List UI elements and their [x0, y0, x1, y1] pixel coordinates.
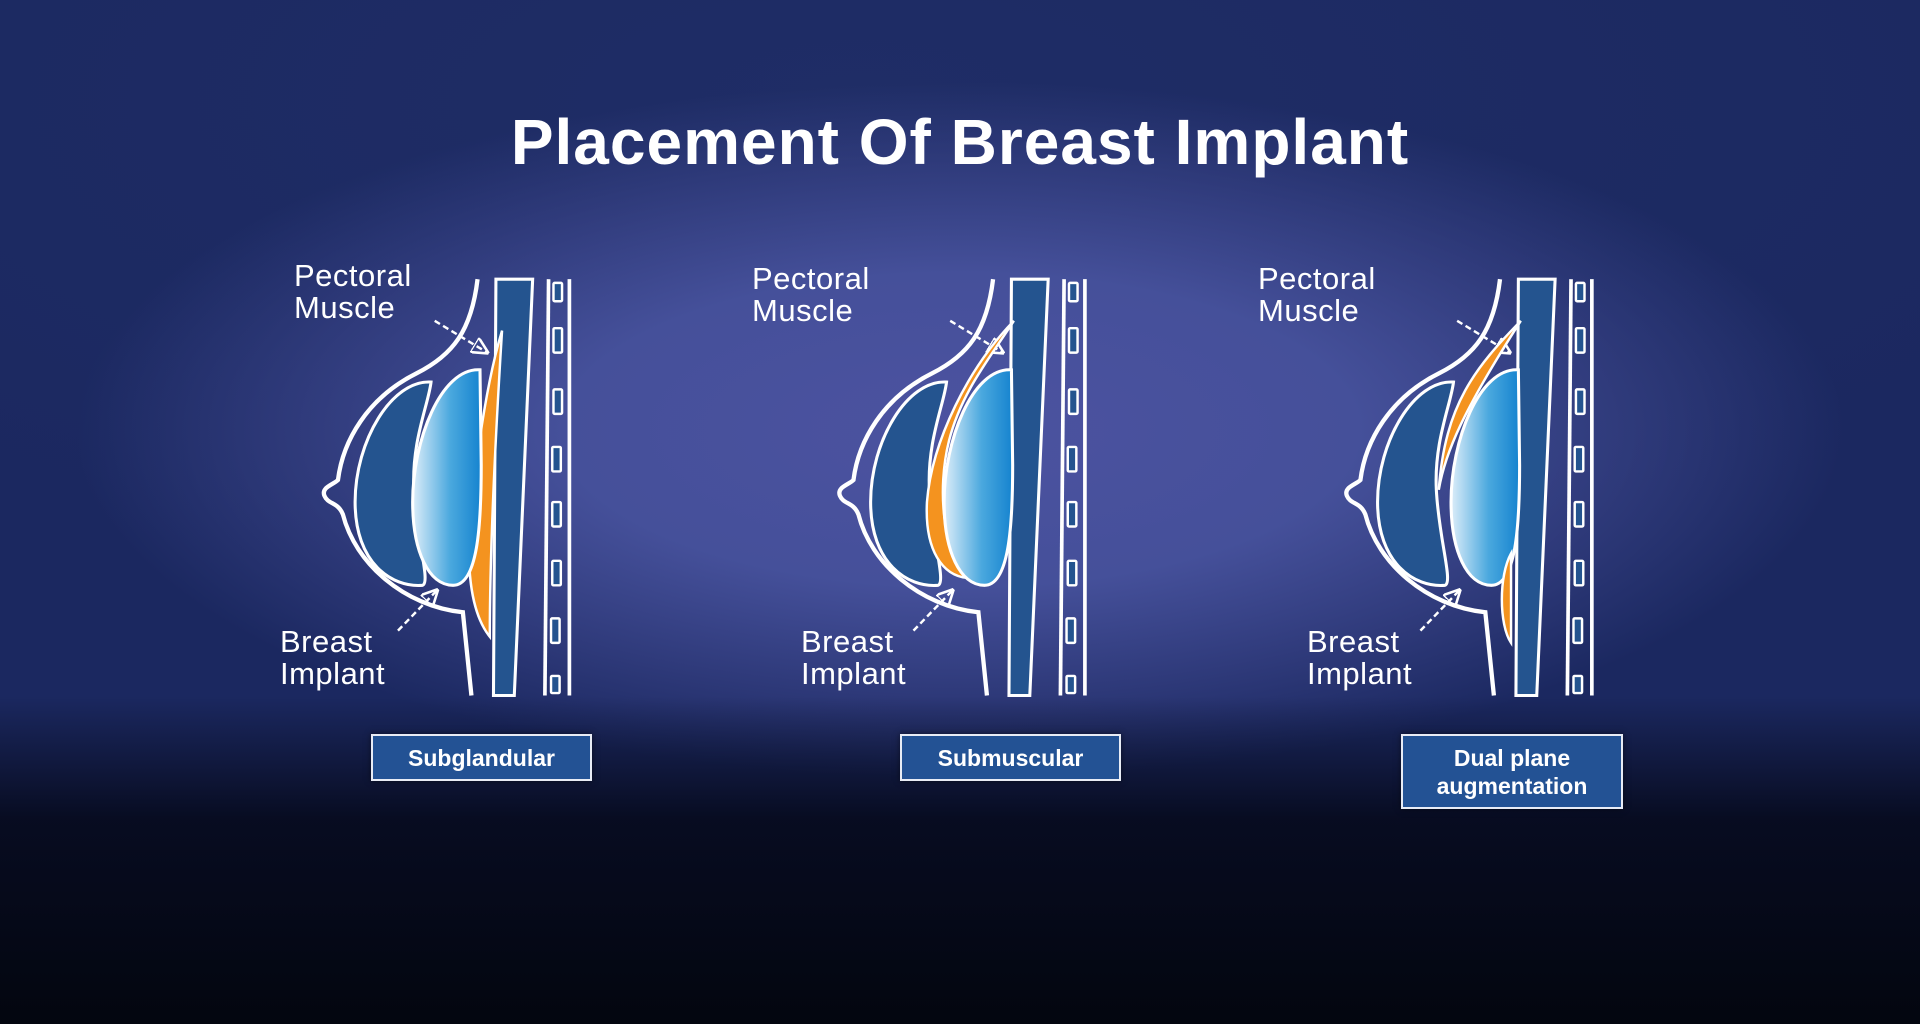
diagram-dual-plane	[1346, 279, 1592, 695]
diagram-submuscular	[839, 279, 1085, 695]
caption-submuscular: Submuscular	[900, 734, 1121, 781]
caption-dual-plane: Dual plane augmentation	[1401, 734, 1623, 809]
page-title: Placement Of Breast Implant	[510, 106, 1410, 178]
caption-subglandular: Subglandular	[371, 734, 592, 781]
diagram-subglandular	[324, 279, 570, 695]
